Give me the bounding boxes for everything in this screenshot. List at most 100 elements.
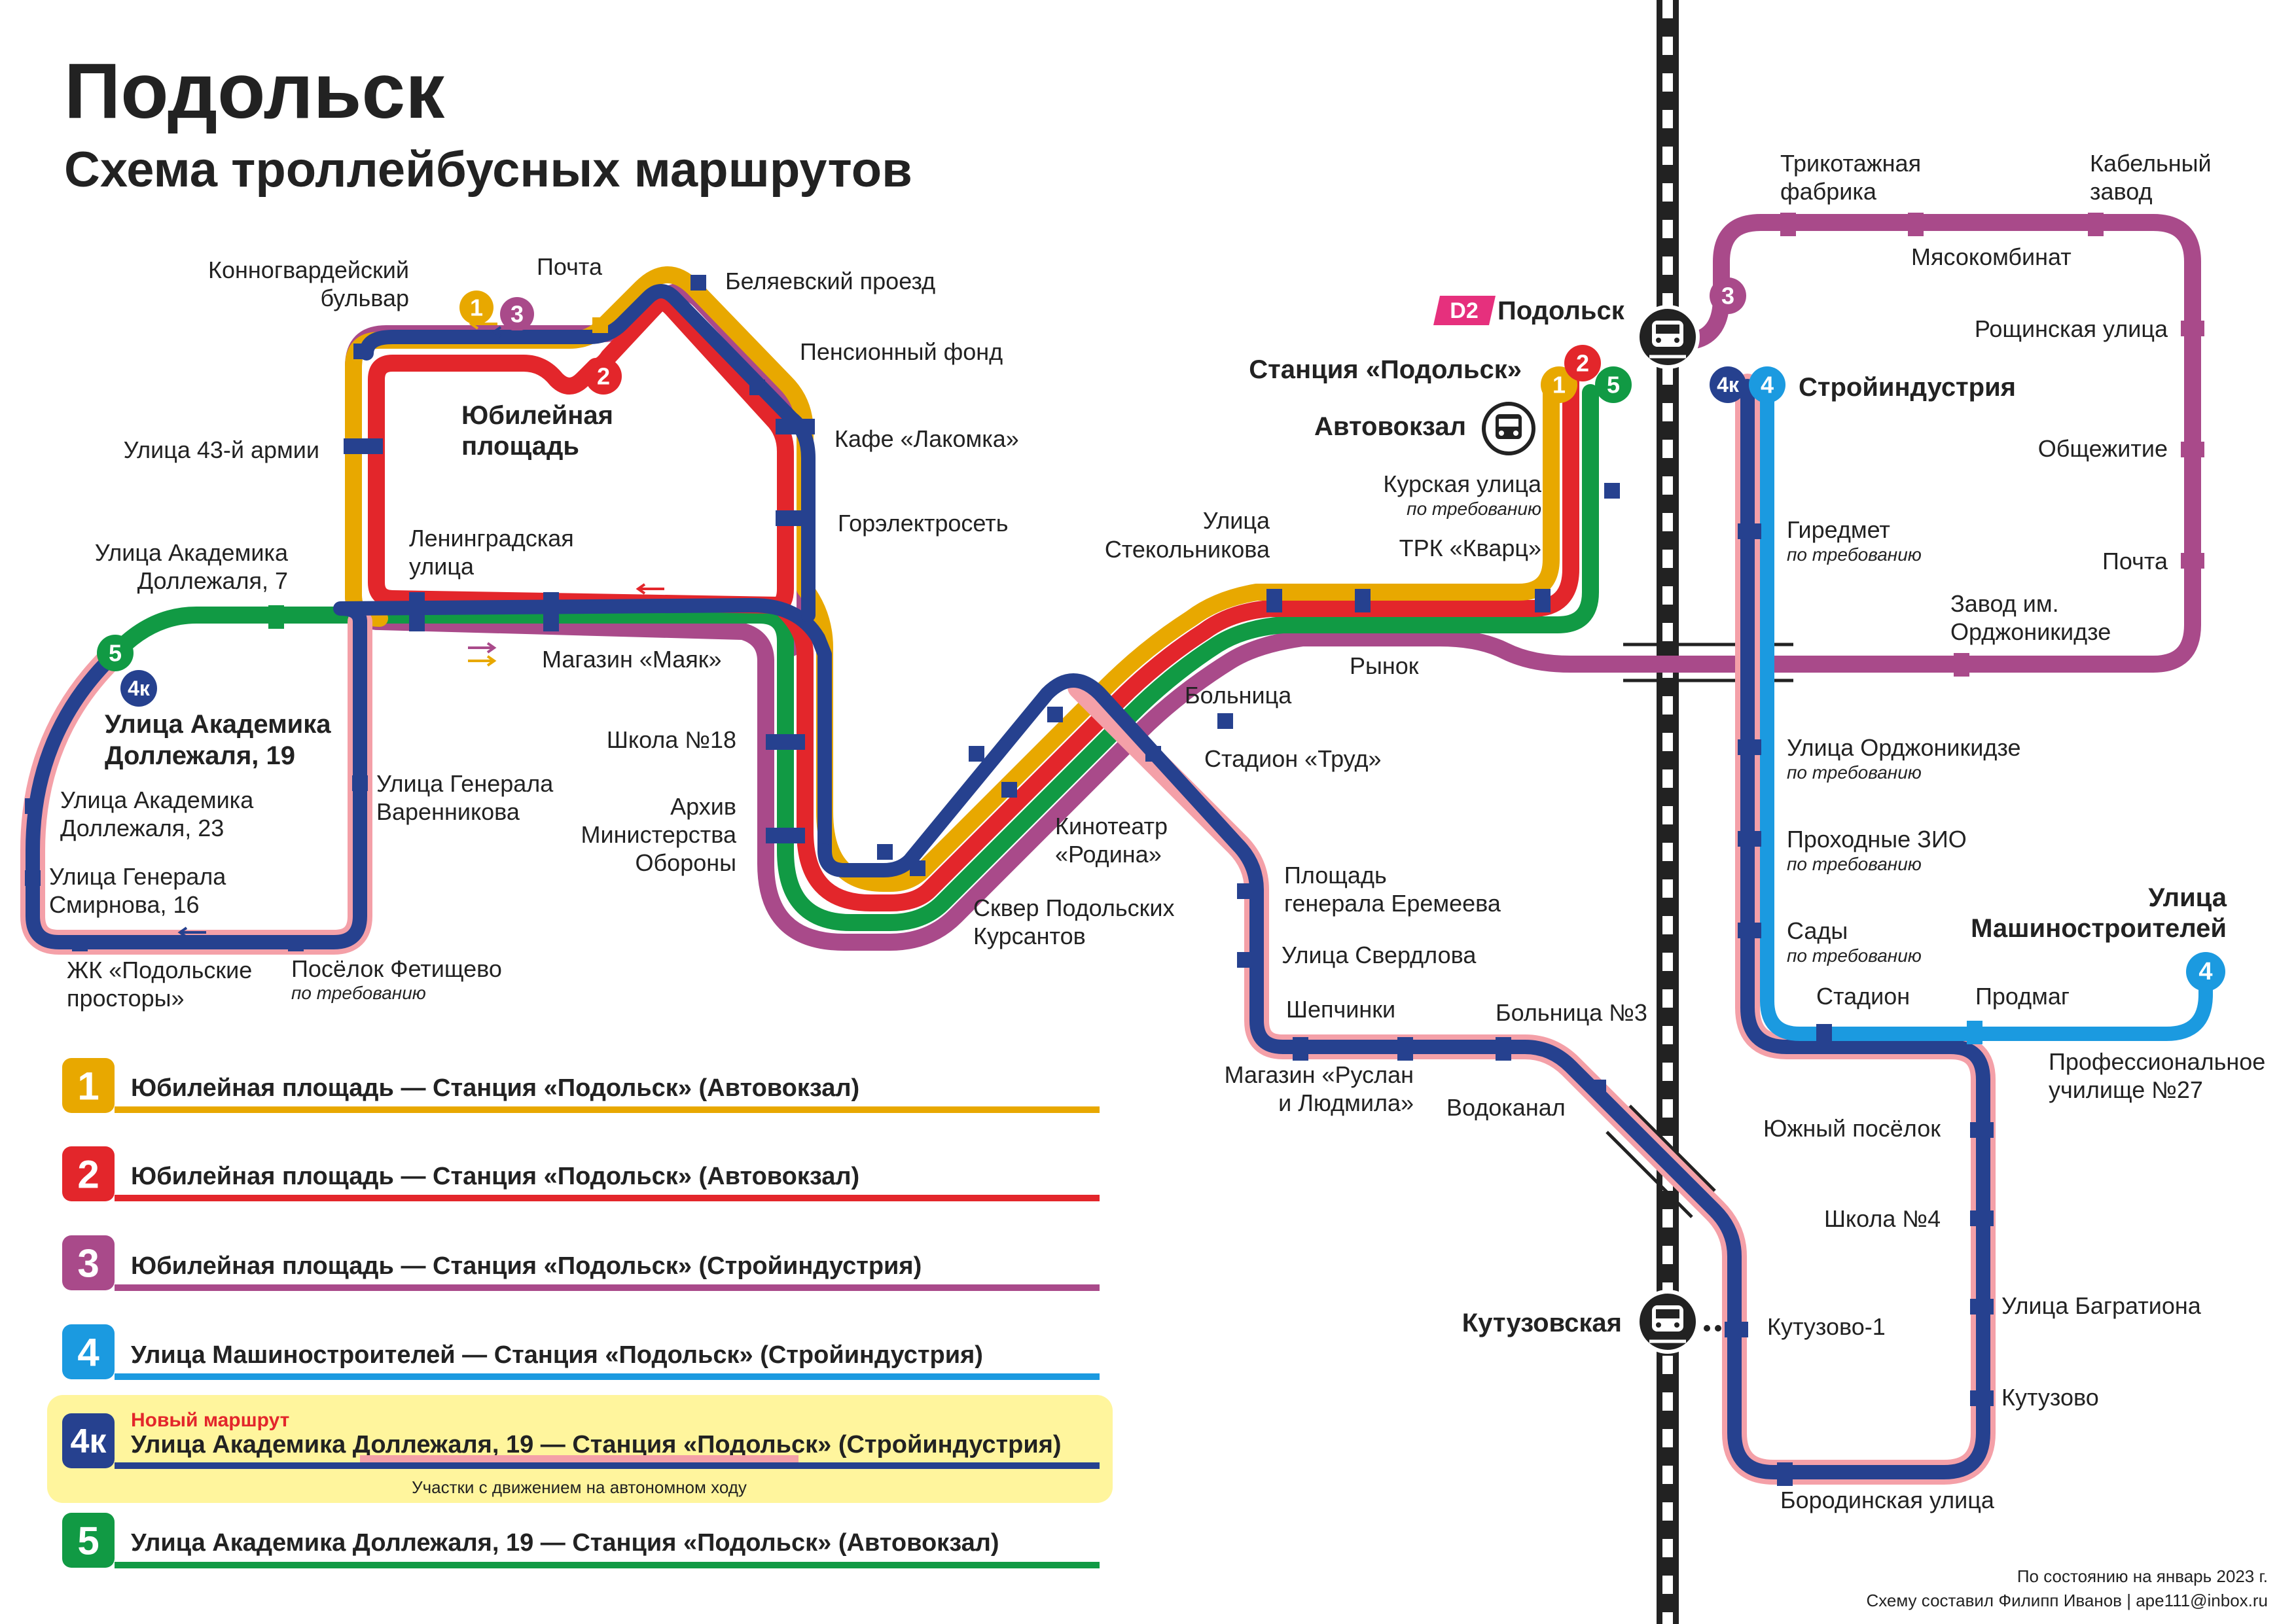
svg-text:«Родина»: «Родина» [1055,841,1162,868]
label-varennikova: Улица Генерала [376,770,554,797]
legend: 1 Юбилейная площадь — Станция «Подольск»… [47,1058,1113,1568]
label-yuzhny: Южный посёлок [1763,1115,1941,1142]
d2-badge: D2 [1433,296,1496,325]
label-dollezhalya7: Улица Академика [95,539,289,566]
svg-text:4: 4 [2198,958,2212,985]
label-bagrationa: Улица Багратиона [2001,1292,2202,1319]
svg-text:Юбилейная площадь — Станция «П: Юбилейная площадь — Станция «Подольск» (… [131,1252,922,1280]
route-4-line [1760,379,2213,1041]
label-bolnitsa: Больница [1185,682,1292,709]
page-title: Подольск [64,47,445,135]
label-konnogvardeysky: Конногвардейский [208,256,409,283]
legend-item-2: 2 Юбилейная площадь — Станция «Подольск»… [62,1146,1100,1201]
svg-text:по требованию: по требованию [1787,945,1922,966]
label-pochta-west: Почта [537,253,603,280]
svg-text:Юбилейная площадь — Станция «П: Юбилейная площадь — Станция «Подольск» (… [131,1163,859,1190]
svg-text:по требованию: по требованию [291,983,426,1003]
svg-text:Орджоникидзе: Орджоникидзе [1950,618,2111,645]
label-borodinskaya: Бородинская улица [1780,1487,1995,1513]
svg-text:5: 5 [1607,372,1620,398]
page-subtitle: Схема троллейбусных маршрутов [64,142,912,198]
station-labels: Конногвардейский бульвар Почта Беляевски… [49,150,2265,1513]
svg-text:по требованию: по требованию [1787,854,1922,874]
label-zio: Проходные ЗИО [1787,826,1967,853]
label-mayak: Магазин «Маяк» [542,646,722,673]
label-arhiv: Архив [670,793,736,820]
legend-highlight-4k [47,1395,1113,1503]
svg-text:Улица Академика Доллежаля, 19: Улица Академика Доллежаля, 19 — Станция … [131,1529,999,1557]
label-shkola18: Школа №18 [607,726,736,753]
svg-text:3: 3 [77,1242,99,1286]
svg-text:Новый маршрут: Новый маршрут [131,1409,289,1431]
label-rodina: Кинотеатр [1055,813,1168,839]
svg-text:генерала Еремеева: генерала Еремеева [1284,890,1501,917]
label-stadion-trud: Стадион «Труд» [1204,745,1382,772]
svg-text:Смирнова, 16: Смирнова, 16 [49,891,200,918]
svg-text:училище №27: училище №27 [2049,1076,2203,1103]
label-avtovokzal: Автовокзал [1314,412,1466,441]
svg-text:завод: завод [2090,178,2152,205]
label-leningradskaya: Ленинградская [409,525,574,552]
svg-text:2: 2 [77,1153,99,1197]
svg-text:Доллежаля, 19: Доллежаля, 19 [105,741,295,770]
svg-text:Министерства: Министерства [581,821,737,848]
label-sady: Сады [1787,917,1848,944]
svg-text:улица: улица [409,553,475,580]
podolsk-rail-station [1636,305,1700,369]
svg-text:по требованию: по требованию [1787,762,1922,783]
label-prodmag: Продмаг [1975,983,2070,1010]
label-fetischevo: Посёлок Фетищево [291,955,502,982]
svg-text:4: 4 [1761,372,1774,398]
label-pochta-east: Почта [2102,548,2168,574]
label-yubileynaya: Юбилейная [461,401,613,430]
footer-date: По состоянию на январь 2023 г. [2017,1566,2268,1586]
label-stroyindustriya: Стройиндустрия [1799,373,2016,402]
label-zavod-ordzh: Завод им. [1950,590,2059,617]
label-giredmet: Гиредмет [1787,516,1890,543]
svg-text:4к: 4к [128,677,151,700]
svg-text:Стекольникова: Стекольникова [1105,536,1270,563]
label-ul43: Улица 43-й армии [124,436,319,463]
kutuzovskaya-rail-station [1636,1290,1721,1354]
label-belyaevsky: Беляевский проезд [725,268,935,294]
map-route-badges: 1 3 2 5 4к 1 2 5 3 4к 4 4 [97,277,2225,991]
label-mashinostr: Улица [2148,883,2227,912]
label-kvarts: ТРК «Кварц» [1399,535,1541,561]
svg-text:и Людмила»: и Людмила» [1278,1089,1414,1116]
svg-text:D2: D2 [1450,298,1478,323]
label-skver: Сквер Подольских [973,894,1174,921]
svg-text:Юбилейная площадь — Станция «П: Юбилейная площадь — Станция «Подольск» (… [131,1074,859,1102]
label-pu27: Профессиональное [2049,1048,2265,1075]
svg-text:4к: 4к [71,1422,107,1460]
label-prostory: ЖК «Подольские [67,957,252,983]
svg-text:5: 5 [109,640,122,667]
label-sverdlova: Улица Свердлова [1282,942,1477,968]
svg-text:1: 1 [1552,372,1566,398]
label-obschezhitie: Общежитие [2038,435,2168,462]
label-bolnitsa3: Больница №3 [1496,999,1647,1026]
label-ordzhonikidze-ul: Улица Орджоникидзе [1787,734,2021,761]
svg-text:2: 2 [597,363,610,390]
label-shepchinki: Шепчинки [1286,996,1395,1023]
svg-text:2: 2 [1576,350,1589,377]
label-stantsiya: Станция «Подольск» [1249,355,1522,384]
label-kabelny: Кабельный [2090,150,2212,177]
svg-text:1: 1 [77,1065,99,1108]
svg-text:Участки с движением на автоном: Участки с движением на автономном ходу [412,1477,747,1497]
label-dollezhalya19: Улица Академика [105,710,331,739]
label-stadion: Стадион [1816,983,1910,1010]
svg-text:3: 3 [511,301,524,328]
label-rynok: Рынок [1350,652,1419,679]
label-lakomka: Кафе «Лакомка» [834,425,1019,452]
label-dollezhalya23: Улица Академика [60,786,254,813]
label-vodokanal: Водоканал [1446,1094,1566,1121]
svg-text:площадь: площадь [461,432,579,461]
label-myasokombinat: Мясокомбинат [1911,243,2072,270]
legend-item-4k: 4к Новый маршрут Улица Академика Доллежа… [62,1409,1100,1497]
svg-text:по требованию: по требованию [1407,499,1541,519]
label-podolsk-rail: Подольск [1498,296,1625,325]
label-roschinskaya: Рощинская улица [1975,315,2168,342]
direction-arrows [177,318,664,938]
svg-text:Улица Машиностроителей — Станц: Улица Машиностроителей — Станция «Подоль… [131,1341,983,1369]
